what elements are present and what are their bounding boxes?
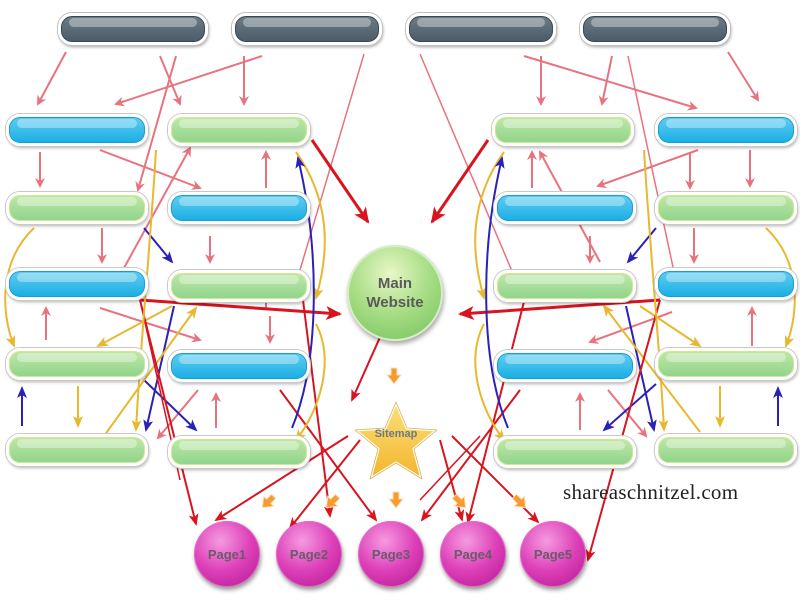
left-node-5a[interactable] <box>6 434 148 466</box>
link-arrow <box>299 53 365 271</box>
right-node-4b[interactable] <box>655 348 797 380</box>
page-label: Page4 <box>453 546 493 562</box>
page-label: Page1 <box>207 546 247 562</box>
link-arrow <box>37 51 67 106</box>
top-node-4[interactable] <box>580 13 730 45</box>
orange-down-right-arrow-icon <box>511 493 527 509</box>
watermark-text: shareaschnitzel.com <box>563 480 739 504</box>
page-label: Page2 <box>289 546 329 562</box>
right-node-2b[interactable] <box>655 192 797 224</box>
link-arrow <box>279 389 378 522</box>
link-arrow <box>430 139 490 224</box>
link-arrow <box>143 227 174 264</box>
link-curve-arrow <box>485 156 509 429</box>
link-arrow <box>288 439 361 530</box>
link-arrow <box>214 435 349 522</box>
top-node-2[interactable] <box>232 13 382 45</box>
link-arrow <box>419 435 481 501</box>
orange-down-arrow-icon <box>385 367 403 385</box>
sitemap-star-icon[interactable] <box>350 398 442 484</box>
right-node-5b[interactable] <box>655 434 797 466</box>
link-arrow <box>585 299 661 562</box>
orange-down-left-arrow-icon <box>261 493 277 509</box>
link-arrow <box>139 298 342 321</box>
right-node-1a[interactable] <box>492 114 634 146</box>
link-arrow <box>103 306 198 437</box>
page-node-4[interactable]: Page4 <box>440 521 506 587</box>
main-website-node[interactable]: Main Website <box>347 245 443 341</box>
right-node-3a[interactable] <box>494 270 636 302</box>
left-node-2b[interactable] <box>168 192 310 224</box>
link-arrow <box>99 307 202 343</box>
page-node-2[interactable]: Page2 <box>276 521 342 587</box>
link-curve-arrow <box>291 156 315 429</box>
link-arrow <box>626 227 657 264</box>
link-curve-arrow <box>474 323 506 442</box>
link-arrow <box>639 305 702 348</box>
left-node-4b[interactable] <box>168 350 310 382</box>
right-node-4a[interactable] <box>494 350 636 382</box>
link-arrow <box>96 305 173 347</box>
link-arrow <box>143 379 198 432</box>
link-arrow <box>310 139 370 224</box>
link-arrow <box>602 304 701 433</box>
left-node-4a[interactable] <box>6 348 148 380</box>
sitemap-label: Sitemap <box>374 428 418 440</box>
page-label: Page3 <box>371 546 411 562</box>
page-node-3[interactable]: Page3 <box>358 521 424 587</box>
link-curve-arrow <box>295 151 326 300</box>
left-node-2a[interactable] <box>6 192 148 224</box>
link-arrow <box>114 55 263 107</box>
left-node-3a[interactable] <box>6 268 148 300</box>
link-arrow <box>299 275 334 518</box>
main-website-label: Main Website <box>366 275 424 311</box>
page-node-1[interactable]: Page1 <box>194 521 260 587</box>
link-curve-arrow <box>474 151 505 300</box>
top-node-1[interactable] <box>58 13 208 45</box>
page-node-5[interactable]: Page5 <box>520 521 586 587</box>
link-arrows <box>4 51 796 562</box>
left-node-5b[interactable] <box>168 436 310 468</box>
top-node-3[interactable] <box>406 13 556 45</box>
left-node-1a[interactable] <box>6 114 148 146</box>
right-node-2a[interactable] <box>494 192 636 224</box>
left-node-3b[interactable] <box>168 270 310 302</box>
right-node-5a[interactable] <box>494 436 636 468</box>
right-node-3b[interactable] <box>655 268 797 300</box>
orange-down-right-arrow-icon <box>451 493 467 509</box>
link-arrow <box>596 149 699 188</box>
link-curve-arrow <box>294 323 326 442</box>
link-arrow <box>627 55 681 301</box>
link-arrow <box>727 51 760 102</box>
link-arrow <box>123 146 191 269</box>
link-arrow <box>523 55 698 111</box>
link-arrow <box>625 305 657 432</box>
link-arrow <box>99 149 202 190</box>
link-arrow <box>607 389 648 438</box>
link-curve-arrow <box>643 149 669 432</box>
page-label: Page5 <box>533 546 573 562</box>
right-node-1b[interactable] <box>655 114 797 146</box>
left-node-1b[interactable] <box>168 114 310 146</box>
link-arrow <box>419 53 521 291</box>
link-arrow <box>139 299 199 526</box>
link-arrow <box>458 298 661 321</box>
orange-down-arrow-icon <box>387 491 405 509</box>
orange-down-left-arrow-icon <box>325 493 341 509</box>
link-curve-arrow <box>131 149 157 432</box>
link-arrow <box>598 55 613 106</box>
link-arrow <box>143 305 175 432</box>
